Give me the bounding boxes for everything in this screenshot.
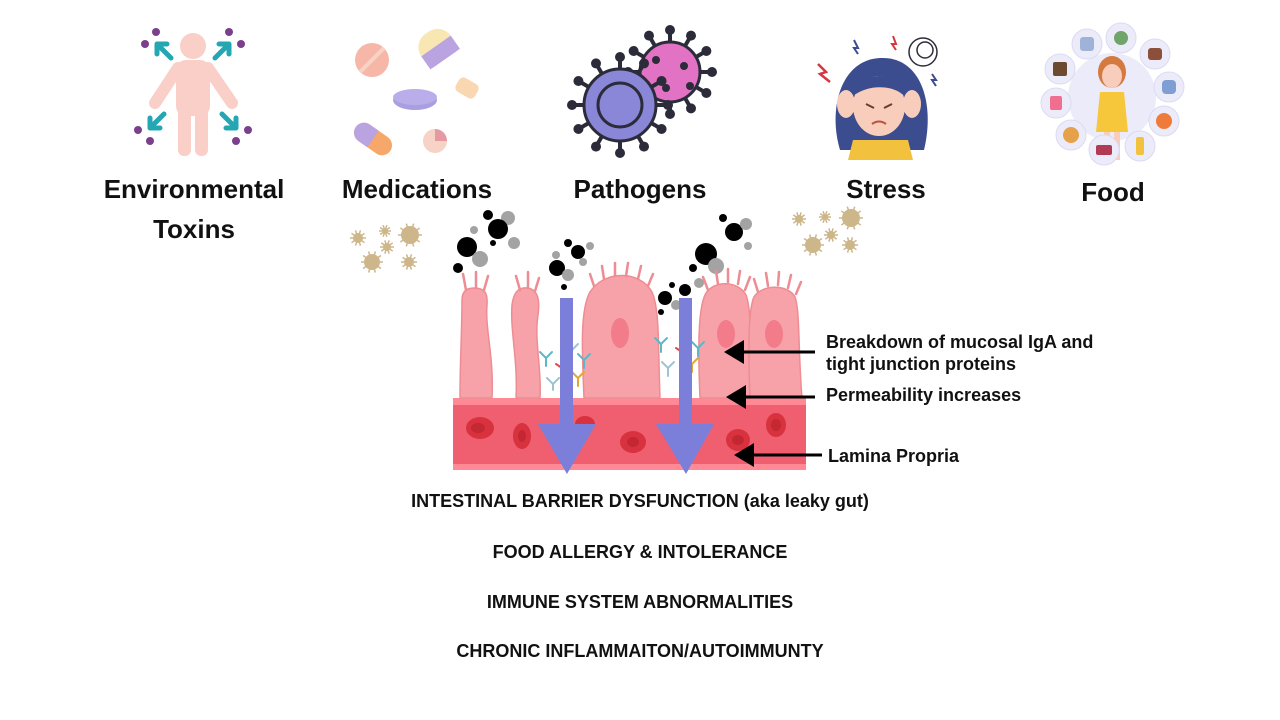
intestinal-wall	[453, 261, 806, 474]
outcome-immune-abnormalities: IMMUNE SYSTEM ABNORMALITIES	[486, 592, 794, 612]
label-stress: Stress	[846, 174, 926, 204]
villus-2	[510, 287, 542, 399]
outcome-barrier-dysfunction: INTESTINAL BARRIER DYSFUNCTION (aka leak…	[411, 491, 869, 511]
pollen-particles	[350, 206, 863, 273]
stressed-woman-icon	[817, 35, 938, 160]
outcome-food-allergy: FOOD ALLERGY & INTOLERANCE	[492, 542, 788, 562]
annotation-breakdown: Breakdown of mucosal IgA and tight junct…	[826, 331, 1093, 375]
toxin-particles	[453, 210, 752, 315]
label-environmental-toxins: Environmental Toxins	[94, 169, 294, 249]
pointer-arrow-permeability	[726, 385, 815, 409]
person-toxin-icon	[134, 28, 252, 156]
pills-icon	[353, 28, 479, 156]
annotation-breakdown-line1: Breakdown of mucosal IgA and	[826, 332, 1094, 352]
virus-blue	[567, 52, 673, 158]
permeability-arrow-right	[656, 298, 714, 474]
label-pathogens: Pathogens	[573, 174, 707, 204]
pointer-arrow-lamina	[734, 443, 822, 467]
villus-1	[459, 287, 494, 399]
food-woman-icon	[1040, 22, 1185, 166]
pointer-arrows	[724, 340, 822, 467]
outcome-chronic-inflammation: CHRONIC INFLAMMAITON/AUTOIMMUNTY	[456, 641, 824, 661]
pointer-arrow-breakdown	[724, 340, 815, 364]
label-food: Food	[1081, 177, 1145, 207]
annotation-permeability: Permeability increases	[826, 385, 1022, 405]
label-medications: Medications	[341, 174, 493, 204]
permeability-arrow-left	[538, 298, 596, 474]
annotation-lamina-propria: Lamina Propria	[828, 446, 960, 466]
label-environmental-line2: Toxins	[153, 214, 235, 244]
label-environmental-line1: Environmental	[103, 174, 285, 204]
virus-icon	[567, 25, 717, 158]
annotation-breakdown-line2: tight junction proteins	[826, 354, 1016, 374]
